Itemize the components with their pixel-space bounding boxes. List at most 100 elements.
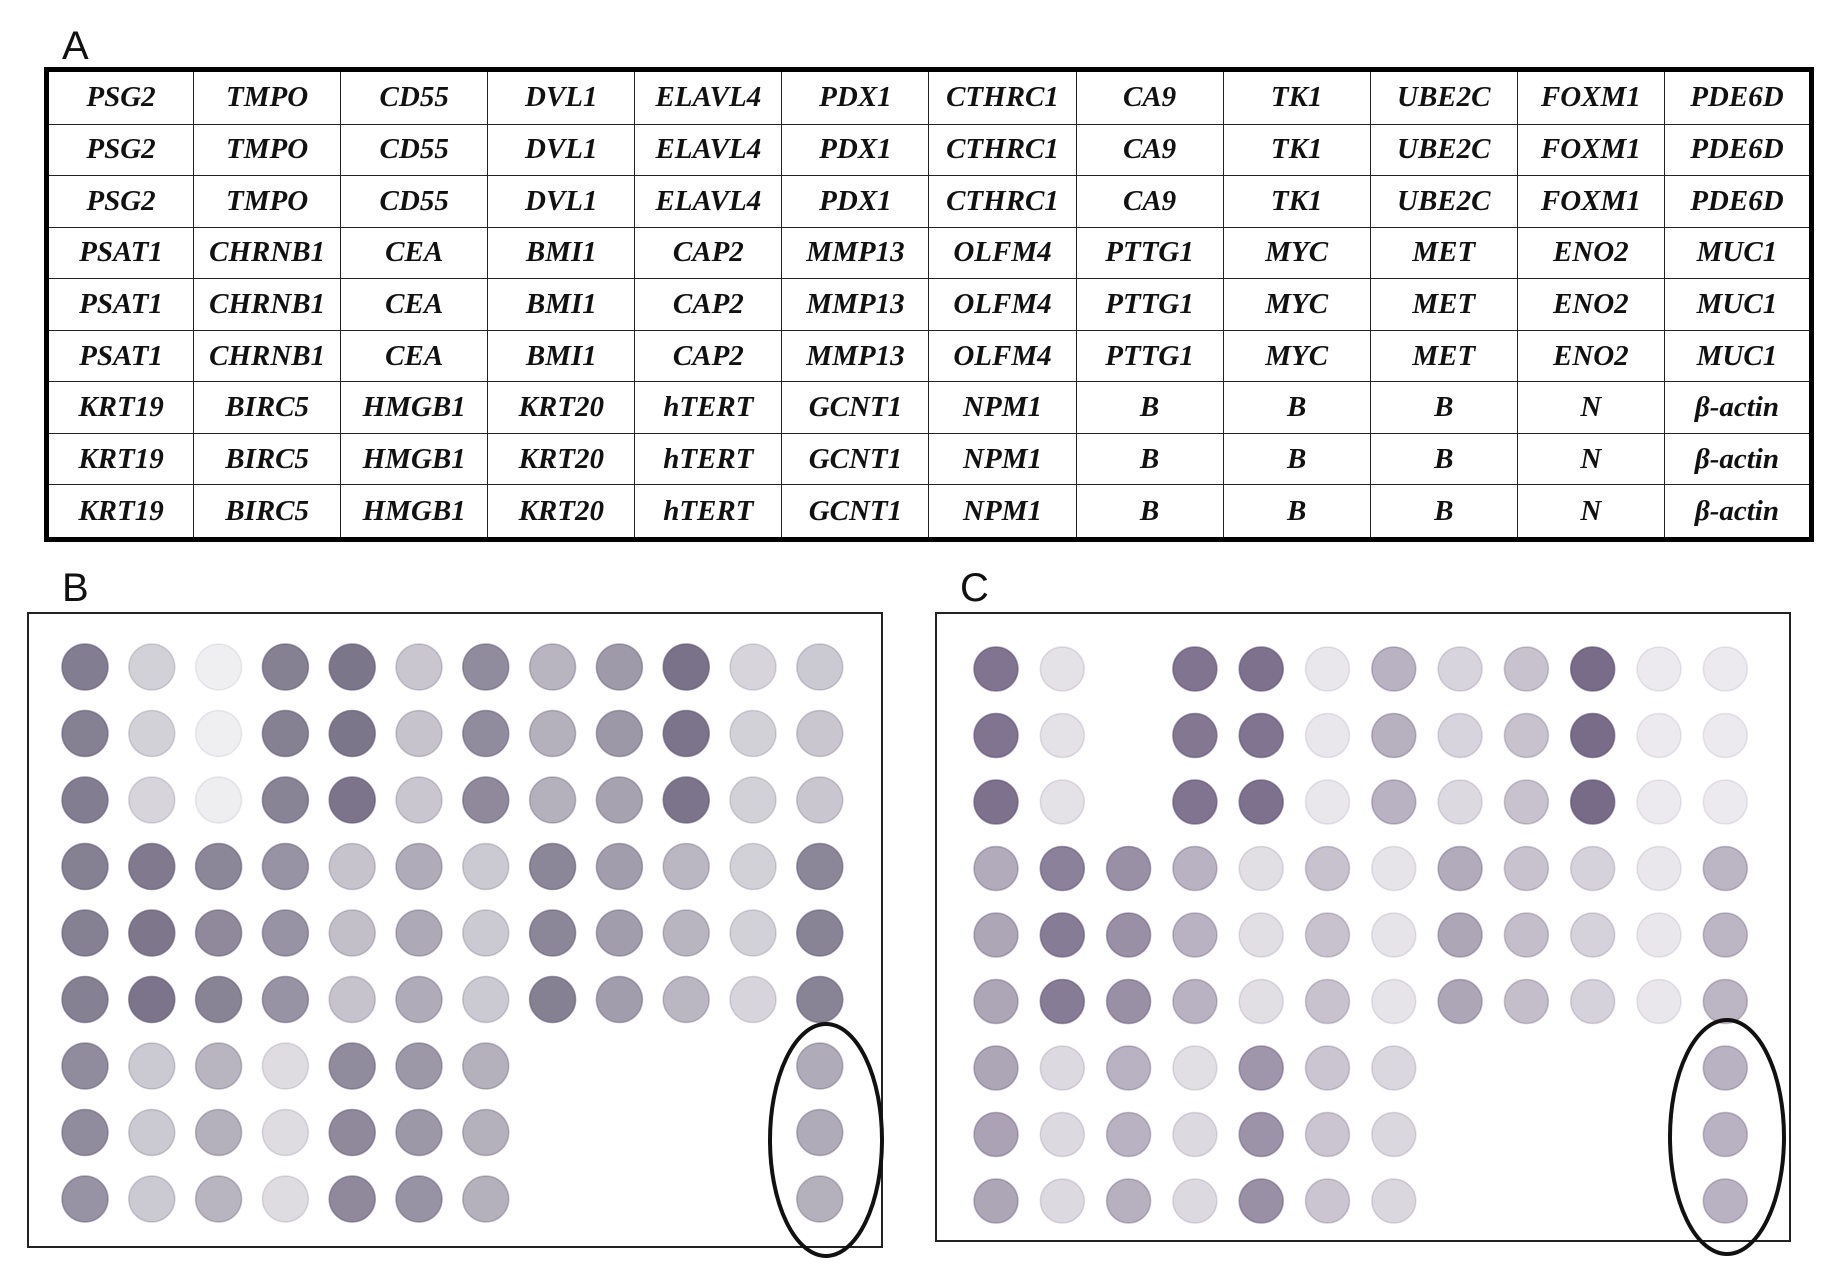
blot-dot [729, 643, 777, 691]
gene-cell: MET [1369, 226, 1518, 280]
blot-dot [1636, 845, 1682, 892]
gene-cell: PSG2 [45, 69, 195, 125]
blot-dot [128, 1042, 176, 1090]
blot-dot [395, 1175, 443, 1223]
gene-cell: ELAVL4 [634, 123, 783, 177]
blot-dot [261, 975, 310, 1024]
blot-dot [328, 975, 376, 1024]
gene-cell: ENO2 [1516, 329, 1665, 383]
gene-cell: CHRNB1 [193, 278, 342, 331]
blot-dot [1636, 978, 1682, 1025]
gene-cell: hTERT [634, 381, 783, 434]
blot-dot [973, 1178, 1019, 1224]
blot-dot [1371, 1111, 1417, 1158]
gene-cell: GCNT1 [781, 432, 930, 486]
gene-cell: PDE6D [1663, 123, 1813, 177]
gene-cell: PSAT1 [45, 226, 195, 280]
gene-cell: MMP13 [781, 226, 930, 280]
blot-dot [1702, 1045, 1749, 1091]
gene-cell: MYC [1222, 278, 1371, 331]
blot-dot [1105, 1111, 1152, 1158]
gene-cell: B [1222, 381, 1371, 434]
blot-dot [1371, 646, 1417, 692]
blot-dot [328, 1042, 376, 1090]
panel-label-a: A [62, 24, 89, 68]
blot-dot [973, 712, 1019, 759]
blot-dot [1702, 978, 1749, 1025]
blot-dot [261, 909, 310, 957]
blot-dot [662, 975, 710, 1024]
blot-dot [528, 909, 577, 957]
blot-dot [973, 779, 1019, 825]
blot-dot [1039, 845, 1086, 892]
blot-dot [1503, 646, 1550, 692]
blot-dot [595, 776, 644, 824]
gene-cell: CD55 [340, 175, 489, 228]
blot-dot [662, 842, 710, 891]
blot-dot [261, 643, 310, 691]
blot-dot [1172, 712, 1218, 759]
gene-cell: CAP2 [634, 329, 783, 383]
blot-dot [1569, 779, 1616, 825]
gene-cell: DVL1 [487, 69, 636, 125]
gene-cell: DVL1 [487, 175, 636, 228]
gene-cell: TMPO [193, 175, 342, 228]
gene-cell: TMPO [193, 69, 342, 125]
blot-dot [729, 709, 777, 758]
blot-dot [1702, 1111, 1749, 1158]
dot-blot-panel-b [27, 612, 884, 1258]
blot-dot [61, 842, 109, 891]
blot-dot [973, 1045, 1019, 1091]
blot-dot [328, 709, 376, 758]
gene-cell: PTTG1 [1075, 226, 1224, 280]
blot-dot [462, 1175, 510, 1223]
gene-cell: CEA [340, 278, 489, 331]
gene-cell: MYC [1222, 226, 1371, 280]
blot-dot [395, 975, 443, 1024]
blot-dot [1039, 978, 1086, 1025]
blot-dot [128, 709, 176, 758]
blot-dot [1503, 845, 1550, 892]
blot-dot [61, 1042, 109, 1090]
blot-dot [1636, 912, 1682, 958]
gene-cell: TK1 [1222, 175, 1371, 228]
blot-dot [1105, 1045, 1152, 1091]
blot-dot [1304, 978, 1351, 1025]
gene-cell: N [1516, 432, 1665, 486]
blot-dot [328, 776, 376, 824]
gene-cell: MET [1369, 329, 1518, 383]
gene-cell: N [1516, 484, 1665, 540]
blot-dot [973, 978, 1019, 1025]
panel-label-c: C [960, 566, 989, 610]
gene-cell: β-actin [1663, 432, 1813, 486]
gene-cell: TK1 [1222, 69, 1371, 125]
blot-dot [462, 709, 510, 758]
gene-cell: B [1075, 381, 1224, 434]
gene-cell: FOXM1 [1516, 123, 1665, 177]
gene-cell: PDE6D [1663, 175, 1813, 228]
blot-dot [1702, 646, 1749, 692]
blot-dot [729, 842, 777, 891]
blot-dot [528, 776, 577, 824]
gene-cell: KRT19 [45, 484, 195, 540]
gene-cell: B [1075, 484, 1224, 540]
blot-dot [1105, 978, 1152, 1025]
blot-dot [194, 909, 243, 957]
blot-dot [1569, 912, 1616, 958]
blot-dot [1238, 1111, 1284, 1158]
gene-cell: FOXM1 [1516, 69, 1665, 125]
blot-dot [1503, 978, 1550, 1025]
gene-cell: PSAT1 [45, 278, 195, 331]
gene-cell: HMGB1 [340, 484, 489, 540]
blot-dot [662, 909, 710, 957]
blot-dot [128, 776, 176, 824]
blot-dot [194, 1108, 243, 1157]
blot-dot [1172, 978, 1218, 1025]
blot-dot [395, 643, 443, 691]
gene-cell: UBE2C [1369, 69, 1518, 125]
gene-cell: PTTG1 [1075, 278, 1224, 331]
